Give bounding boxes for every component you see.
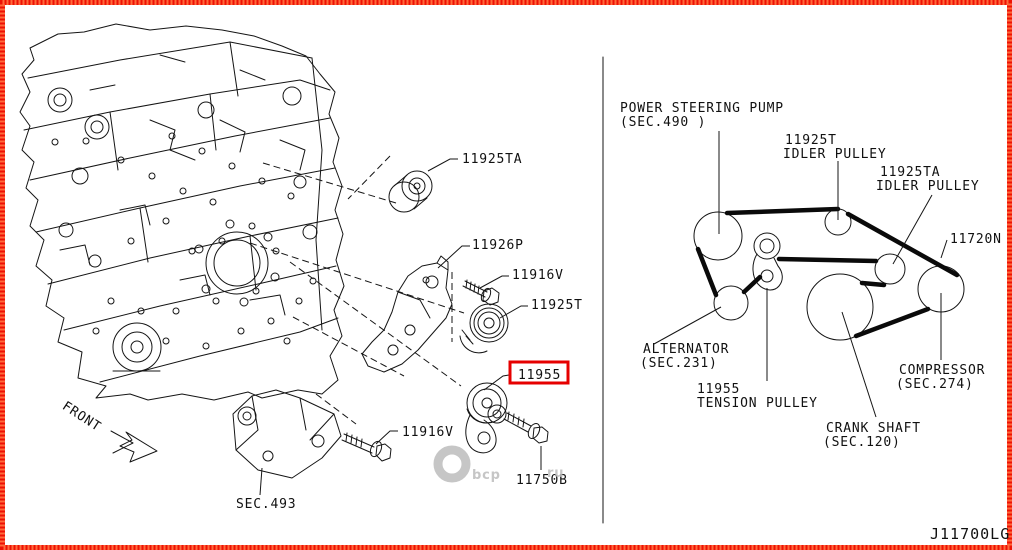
label-crank-1: CRANK SHAFT bbox=[826, 421, 921, 436]
label-power-steering-2: (SEC.490 ) bbox=[620, 115, 706, 130]
highlighted-callout-11955[interactable]: 11955 bbox=[508, 360, 570, 385]
label-idler-11925ta-2: IDLER PULLEY bbox=[876, 179, 980, 194]
right-callout-leaders bbox=[653, 131, 948, 418]
part-sketch-idler-11925ta bbox=[388, 170, 433, 213]
label-compressor-1: COMPRESSOR bbox=[899, 363, 985, 378]
part-sketch-bracket-11926p bbox=[361, 255, 453, 373]
label-tension-1[interactable]: 11955 bbox=[697, 382, 740, 397]
part-sketch-bolt-11750b bbox=[503, 411, 549, 444]
callout-11925t[interactable]: 11925T bbox=[531, 298, 583, 313]
watermark-text: bcp bbox=[472, 468, 501, 483]
part-sketch-tensioner-11955 bbox=[465, 382, 508, 454]
watermark-ring bbox=[433, 445, 471, 483]
callout-11926p[interactable]: 11926P bbox=[472, 238, 524, 253]
label-alternator-2: (SEC.231) bbox=[640, 356, 718, 371]
highlight-box[interactable] bbox=[508, 360, 570, 385]
label-power-steering-1: POWER STEERING PUMP bbox=[620, 101, 784, 116]
pulley-idler-11925ta bbox=[874, 253, 906, 285]
pulley-crankshaft bbox=[806, 273, 874, 341]
label-compressor-2: (SEC.274) bbox=[896, 377, 974, 392]
callout-11750b[interactable]: 11750B bbox=[516, 473, 568, 488]
front-label: FRONT bbox=[59, 399, 103, 435]
part-sketch-idler-11925t bbox=[459, 303, 509, 354]
pulley-alternator bbox=[713, 285, 749, 321]
callout-11916v-upper[interactable]: 11916V bbox=[512, 268, 564, 283]
part-sketch-bolt-11916v-lower bbox=[341, 432, 392, 462]
label-belt-11720n[interactable]: 11720N bbox=[950, 232, 1002, 247]
engine-illustration bbox=[19, 23, 345, 401]
label-crank-2: (SEC.120) bbox=[823, 435, 901, 450]
callout-11916v-lower[interactable]: 11916V bbox=[402, 425, 454, 440]
projection-lines bbox=[249, 155, 465, 425]
part-sketch-bolt-11916v-upper bbox=[462, 279, 500, 306]
pulley-power-steering bbox=[693, 211, 743, 261]
label-alternator-1: ALTERNATOR bbox=[643, 342, 729, 357]
label-idler-11925t-1[interactable]: 11925T bbox=[785, 133, 837, 148]
callout-11955[interactable]: 11955 bbox=[518, 368, 561, 383]
drive-belt bbox=[695, 206, 960, 339]
callout-11925ta[interactable]: 11925TA bbox=[462, 152, 522, 167]
front-direction-arrow: FRONT bbox=[59, 399, 158, 463]
label-idler-11925ta-1[interactable]: 11925TA bbox=[880, 165, 940, 180]
watermark-suffix: ru bbox=[547, 466, 564, 481]
label-idler-11925t-2: IDLER PULLEY bbox=[783, 147, 887, 162]
engine-bolt-holes bbox=[51, 132, 317, 350]
callout-sec493[interactable]: SEC.493 bbox=[236, 497, 296, 512]
part-sketch-bracket-sec493 bbox=[232, 389, 342, 479]
left-callout-leaders bbox=[259, 158, 542, 496]
label-tension-2: TENSION PULLEY bbox=[697, 396, 818, 411]
watermark: bcp ru bbox=[433, 445, 564, 483]
figure-code: J11700LG bbox=[930, 525, 1010, 543]
belt-routing-diagram: POWER STEERING PUMP (SEC.490 ) 11925T ID… bbox=[620, 101, 1002, 450]
